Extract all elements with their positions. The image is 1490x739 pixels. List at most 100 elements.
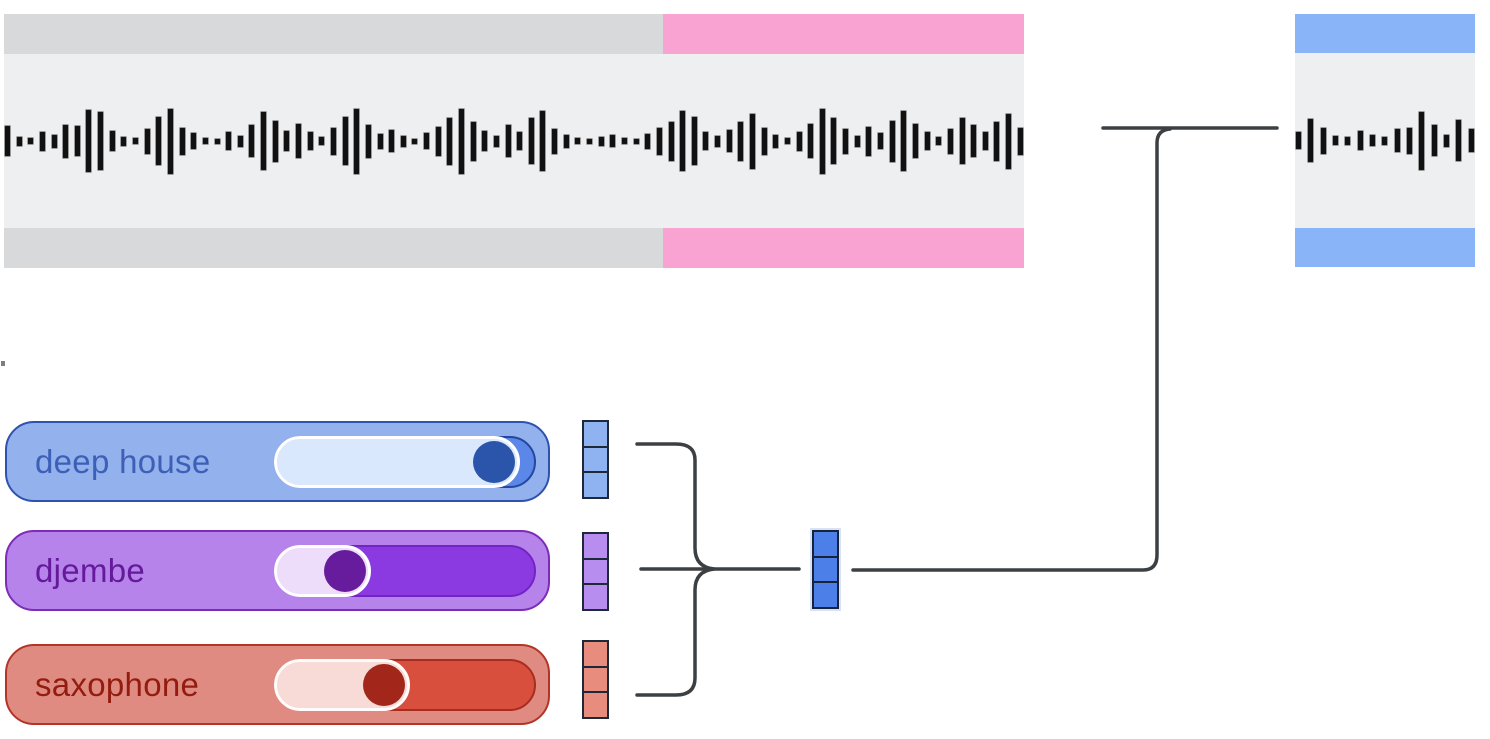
waveform-bar xyxy=(644,132,652,150)
token-square xyxy=(582,532,609,560)
waveform-bar xyxy=(248,124,256,158)
waveform-bar xyxy=(1016,126,1024,156)
waveform-bar xyxy=(85,109,93,173)
waveform-bar xyxy=(632,137,640,145)
slider-label: deep house xyxy=(35,442,211,480)
slider-knob[interactable] xyxy=(473,440,515,483)
curly-brace xyxy=(635,442,716,697)
waveform-bar xyxy=(73,125,81,157)
waveform-bar xyxy=(946,127,954,155)
waveform-bar xyxy=(958,117,966,165)
waveform-bar xyxy=(399,134,407,148)
waveform-bar xyxy=(562,133,570,149)
waveform-bar xyxy=(818,107,826,175)
slider-label: djembe xyxy=(35,551,146,589)
waveform-bar xyxy=(667,120,675,162)
waveform-bar xyxy=(434,125,442,157)
waveform-bar xyxy=(271,119,279,163)
waveform-bar xyxy=(679,110,687,172)
waveform-bar xyxy=(306,131,314,151)
waveform-bar xyxy=(1418,110,1426,171)
waveform-bar xyxy=(62,123,70,159)
waveform-bar xyxy=(714,134,722,148)
input-audio-waveform xyxy=(4,14,1024,268)
waveform-bar xyxy=(1381,135,1389,146)
waveform-bar xyxy=(1393,128,1401,153)
concept-slider-deep-house: deep house xyxy=(5,421,550,502)
waveform-bar xyxy=(1467,128,1475,153)
highlight-band-top xyxy=(662,14,1024,54)
waveform-bar xyxy=(341,116,349,166)
waveform-bar xyxy=(830,117,838,165)
waveform-bar xyxy=(457,107,465,175)
slider-knob[interactable] xyxy=(324,549,366,592)
input-top-band xyxy=(4,14,1024,54)
token-square xyxy=(582,665,609,694)
waveform-bar xyxy=(1406,126,1414,155)
waveform-bar xyxy=(329,126,337,156)
waveform-bar xyxy=(492,134,500,148)
token-square xyxy=(582,640,609,668)
waveform-bar xyxy=(143,127,151,155)
waveform-bar xyxy=(516,131,524,151)
waveform-bar xyxy=(1295,131,1302,150)
token-square xyxy=(582,420,609,448)
waveform-bar xyxy=(376,132,384,150)
waveform-bar xyxy=(888,119,896,163)
token-square xyxy=(582,583,609,611)
waveform-bar xyxy=(620,137,628,145)
waveform-bar xyxy=(423,132,431,150)
slider-track[interactable] xyxy=(274,658,536,711)
waveform-bar xyxy=(353,107,361,175)
token-square xyxy=(812,555,839,584)
waveform-bar xyxy=(38,130,46,152)
waveform-bar xyxy=(923,131,931,151)
waveform-bar xyxy=(1430,124,1438,157)
waveform-bar xyxy=(166,107,174,175)
waveform-bar xyxy=(772,133,780,149)
waveform-bar xyxy=(807,123,815,159)
waveform-bar xyxy=(993,120,1001,162)
concept-slider-djembe: djembe xyxy=(5,530,550,611)
waveform-bar xyxy=(853,134,861,148)
waveform-bar xyxy=(1319,126,1327,155)
waveform-bar xyxy=(1369,134,1377,147)
waveform-bar xyxy=(225,131,233,151)
slider-knob[interactable] xyxy=(363,663,405,706)
context-band-bottom xyxy=(4,228,663,268)
token-square xyxy=(582,557,609,586)
context-band-top xyxy=(4,14,663,54)
waveform-bar xyxy=(749,112,756,170)
djembe-token-stack xyxy=(582,532,609,611)
output-band-top xyxy=(1295,14,1475,53)
waveform-bar xyxy=(981,131,989,151)
token-square xyxy=(582,691,609,719)
highlight-band-bottom xyxy=(662,228,1024,268)
waveform-bar xyxy=(655,126,663,156)
waveform-bar xyxy=(97,111,105,171)
waveform-bar xyxy=(1443,133,1451,148)
waveform-bar xyxy=(178,126,186,156)
waveform-bar xyxy=(1344,135,1352,146)
waveform-bar xyxy=(1005,112,1013,170)
waveform-bar xyxy=(877,132,885,150)
waveform-bar xyxy=(411,137,419,145)
saxophone-token-stack xyxy=(582,640,609,719)
input-bottom-band xyxy=(4,228,1024,268)
waveform-bar xyxy=(15,135,23,147)
waveform-bar xyxy=(865,125,873,157)
waveform-bar xyxy=(970,124,978,158)
combined-token-stack xyxy=(812,530,839,609)
waveform-bar xyxy=(900,110,908,172)
slider-track[interactable] xyxy=(274,435,536,488)
waveform-bar xyxy=(1332,135,1340,146)
slider-track[interactable] xyxy=(274,544,536,597)
waveform-bar xyxy=(155,116,163,166)
slider-label: saxophone xyxy=(35,665,200,703)
waveform-bar xyxy=(597,135,605,147)
waveform-bar xyxy=(504,124,512,158)
waveform-bar xyxy=(935,136,943,146)
waveform-bar xyxy=(574,137,582,145)
waveform-bar xyxy=(760,126,768,156)
